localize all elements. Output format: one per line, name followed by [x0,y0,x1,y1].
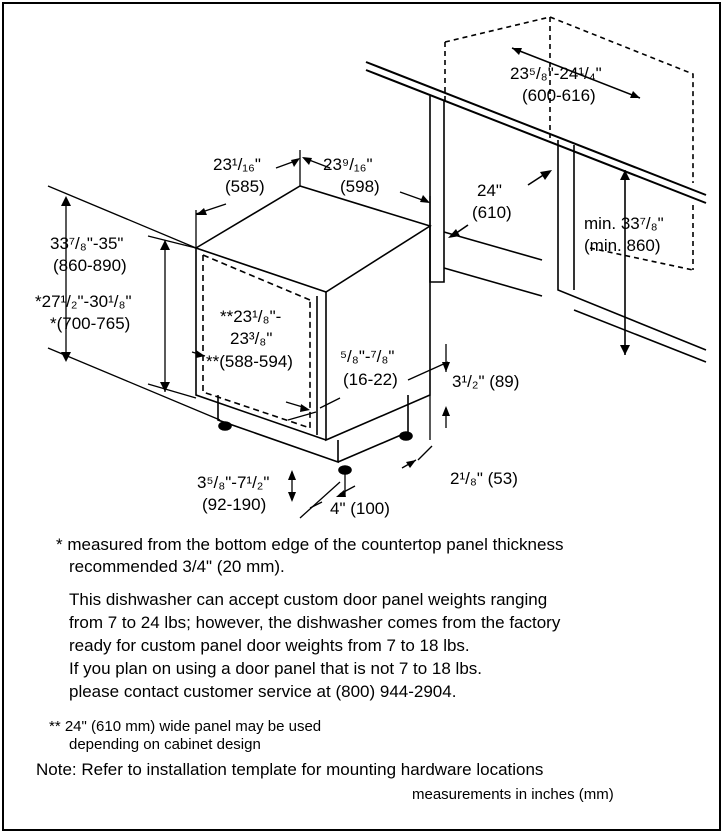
label-door-height-mm: *(700-765) [50,314,130,333]
label-panel-width-mm: **(588-594) [206,352,293,371]
label-niche-width-mm: (600-616) [522,86,596,105]
label-top-depth: 23¹/₁₆" [213,155,261,174]
dimension-lines [47,150,450,519]
dishwasher-body [194,185,432,475]
label-door-height: *27¹/₂"-30¹/₈" [35,292,132,311]
label-foot-depth: 4" (100) [330,499,390,518]
label-overall-height: 33⁷/₈"-35" [50,234,123,253]
label-cabinet-depth-mm: (610) [472,203,512,222]
label-niche-height: min. 33⁷/₈" [584,214,664,233]
label-top-width-mm: (598) [340,177,380,196]
label-leg-adjust: 3⁵/₈"-7¹/₂" [197,473,269,492]
label-niche-height-mm: (min. 860) [584,236,661,255]
label-panel-thickness-mm: (16-22) [343,370,398,389]
label-panel-width: **23¹/₈"- [220,307,281,326]
label-toe-kick: 3¹/₂" (89) [452,372,519,391]
label-overall-height-mm: (860-890) [53,256,127,275]
label-leg-adjust-mm: (92-190) [202,495,266,514]
label-panel-thickness: ⁵/₈"-⁷/₈" [340,347,394,366]
label-niche-width: 23⁵/₈"-24¹/₄" [510,64,602,83]
label-foot-height: 2¹/₈" (53) [450,469,518,488]
dimension-labels: 23¹/₁₆" (585) 23⁹/₁₆" (598) 33⁷/₈"-35" (… [35,64,664,518]
label-cabinet-depth: 24" [477,181,502,200]
label-top-depth-mm: (585) [225,177,265,196]
cabinet-niche [365,16,707,363]
label-panel-width-2: 23³/₈" [230,329,272,348]
label-top-width: 23⁹/₁₆" [323,155,373,174]
